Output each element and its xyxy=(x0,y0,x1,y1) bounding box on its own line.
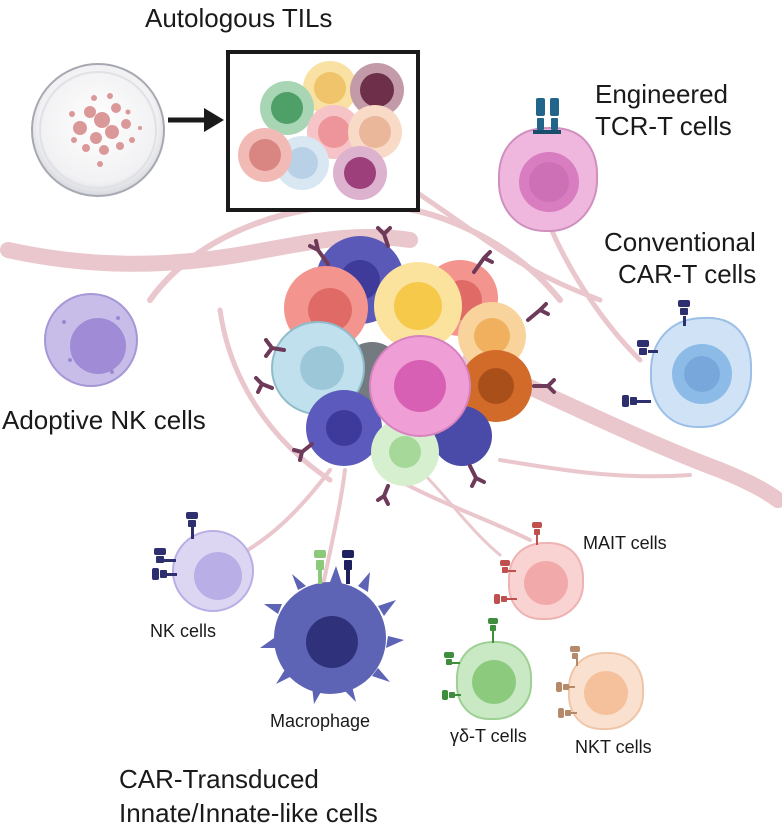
antigen-10 xyxy=(376,226,392,248)
label-car-t-line2: CAR-T cells xyxy=(618,259,757,289)
antigen-1 xyxy=(308,239,330,266)
antigen-5 xyxy=(254,376,274,394)
antigen-2 xyxy=(472,250,494,274)
petri-dish xyxy=(31,63,165,197)
antigen-4 xyxy=(264,338,286,358)
label-mait-cells: MAIT cells xyxy=(583,533,667,553)
til-box xyxy=(226,50,420,212)
antigen-6 xyxy=(532,378,556,394)
fiber-right-lower xyxy=(498,458,692,479)
nkt-cell xyxy=(567,651,645,731)
car-receptors-macrophage xyxy=(314,550,354,584)
mait-cell xyxy=(507,541,585,621)
petri-colonies xyxy=(69,93,142,167)
car-nk-cell xyxy=(172,530,254,612)
label-adoptive-nk: Adoptive NK cells xyxy=(2,405,206,435)
macrophage-cell xyxy=(260,566,404,704)
adoptive-nk-cell xyxy=(44,293,138,387)
car-receptors-mait xyxy=(494,522,542,604)
car-receptors-car-t xyxy=(622,300,690,407)
tumor-cell-yellow xyxy=(374,262,462,350)
label-gd-t-cells: γδ-T cells xyxy=(450,726,527,746)
tcr-t-cell xyxy=(497,126,599,233)
tcr-receptor xyxy=(533,98,561,134)
til-cell-green xyxy=(260,81,314,135)
til-cell-magenta xyxy=(333,146,387,200)
fiber-top-right xyxy=(387,172,603,303)
antigen-9 xyxy=(376,484,390,506)
tumor-cell-orange xyxy=(460,350,532,422)
tumor-cluster xyxy=(271,236,532,486)
antigen-8 xyxy=(468,464,486,488)
car-receptors-nk xyxy=(152,512,198,580)
label-car-t-line1: Conventional xyxy=(604,227,756,257)
label-car-transduced-line1: CAR-Transduced xyxy=(119,764,319,794)
tumor-cell-pink-center xyxy=(369,335,471,437)
til-cell-plum xyxy=(350,63,404,117)
tumor-antigens xyxy=(254,226,556,506)
car-receptors-gd-t xyxy=(442,618,498,700)
label-nkt-cells: NKT cells xyxy=(575,737,652,757)
gd-t-cell xyxy=(455,640,533,721)
fiber-bottom-mid xyxy=(418,468,502,557)
til-cell-peach xyxy=(348,105,402,159)
antigen-3 xyxy=(526,302,550,322)
label-macrophage: Macrophage xyxy=(270,711,371,731)
label-nk-cells: NK cells xyxy=(150,621,217,641)
fiber-main-right xyxy=(462,352,782,508)
label-autologous-tils: Autologous TILs xyxy=(145,3,333,33)
fiber-left-lower xyxy=(217,307,333,483)
car-t-cell xyxy=(649,316,753,429)
label-car-transduced-line2: Innate/Innate-like cells xyxy=(119,798,378,828)
til-cell-salmon xyxy=(238,128,292,182)
tumor-cell-blue-bottom xyxy=(306,390,382,466)
arrow-to-tils xyxy=(168,108,224,132)
til-cell-yellow xyxy=(303,61,357,115)
car-receptors-nkt xyxy=(556,646,580,718)
label-tcr-t-line2: TCR-T cells xyxy=(595,111,732,141)
label-tcr-t-line1: Engineered xyxy=(595,79,728,109)
antigen-7 xyxy=(292,442,314,462)
